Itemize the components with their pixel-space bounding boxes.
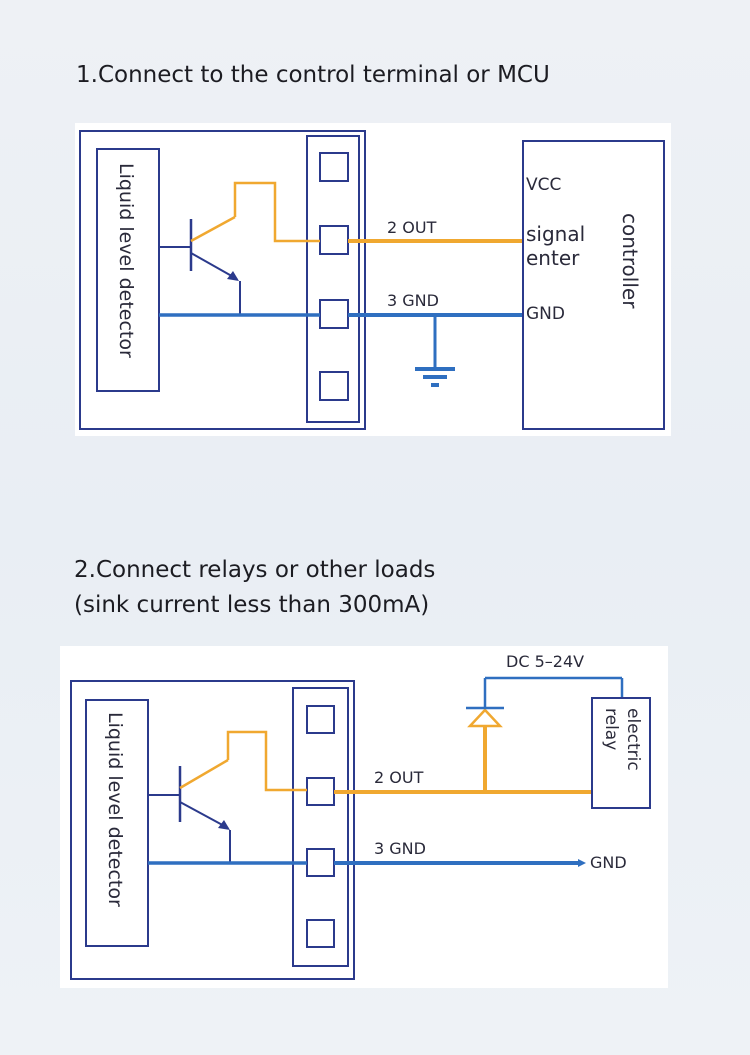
wire-out-label-2: 2 OUT xyxy=(374,768,424,787)
diagram-2-wiring xyxy=(70,676,651,980)
detector-label-box-2 xyxy=(85,699,149,947)
diagram-1-wiring xyxy=(79,130,665,430)
emitter-arrow-2 xyxy=(218,820,230,830)
gnd-label: GND xyxy=(526,304,565,324)
relay-label: electric relay xyxy=(601,708,643,771)
gnd-arrow-icon xyxy=(578,859,586,867)
terminal-2 xyxy=(319,225,349,255)
detector-label-box xyxy=(96,148,160,392)
terminal-2-1 xyxy=(306,705,335,734)
gnd-label-2: GND xyxy=(590,853,627,872)
terminal-1 xyxy=(319,152,349,182)
terminal-4 xyxy=(319,371,349,401)
terminal-2-2 xyxy=(306,777,335,806)
detector-label-2: Liquid level detector xyxy=(104,712,126,907)
enter-label: enter xyxy=(526,246,580,270)
controller-label: controller xyxy=(618,213,642,309)
section-2-subheading: (sink current less than 300mA) xyxy=(74,592,430,618)
signal-label: signal xyxy=(526,222,586,246)
controller-box xyxy=(522,140,665,430)
diode-icon xyxy=(467,708,503,728)
terminal-2-4 xyxy=(306,919,335,948)
transistor-emitter-2 xyxy=(179,801,229,829)
detector-housing-2 xyxy=(70,680,355,980)
detector-housing xyxy=(79,130,366,430)
emitter-arrow xyxy=(227,271,239,281)
diagram-mcu-connection: Liquid level detector 2 OUT 3 GND VCC si… xyxy=(75,123,671,436)
transistor-collector xyxy=(190,215,236,243)
wire-gnd-label-2: 3 GND xyxy=(374,839,426,858)
section-1-heading: 1.Connect to the control terminal or MCU xyxy=(76,62,550,88)
section-2-heading: 2.Connect relays or other loads xyxy=(74,557,436,583)
wire-gnd-label: 3 GND xyxy=(387,291,439,310)
detector-label: Liquid level detector xyxy=(115,163,137,358)
terminal-2-3 xyxy=(306,848,335,877)
terminal-strip xyxy=(306,135,360,423)
supply-label: DC 5–24V xyxy=(506,652,585,671)
transistor-collector-2 xyxy=(179,758,229,790)
terminal-3 xyxy=(319,299,349,329)
out-wire-internal-2 xyxy=(226,730,307,792)
transistor-emitter xyxy=(190,252,238,280)
diagram-relay-connection: Liquid level detector DC 5–24V electric … xyxy=(60,646,668,988)
terminal-strip-2 xyxy=(292,687,349,967)
relay-box xyxy=(591,697,651,809)
vcc-label: VCC xyxy=(526,175,562,195)
wire-out-label: 2 OUT xyxy=(387,218,437,237)
out-wire-internal xyxy=(233,181,320,243)
